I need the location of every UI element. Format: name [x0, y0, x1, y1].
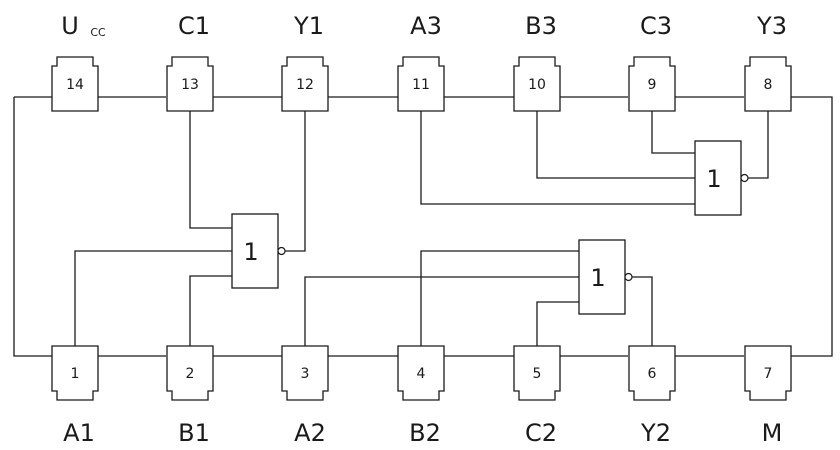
- pin-6-name: Y2: [640, 419, 671, 447]
- pin-11: 11 A3: [397, 12, 445, 112]
- pin-4: 4 B2: [397, 345, 445, 447]
- pin-14-name-subscript: CC: [90, 26, 106, 39]
- pin-11-number: 11: [412, 77, 430, 93]
- pin-1-name: A1: [63, 419, 95, 447]
- gate-1: 1: [231, 213, 286, 289]
- pin-7-number: 7: [764, 366, 773, 382]
- pin-9-number: 9: [648, 77, 657, 93]
- bottom-pins: 1 A1 2 B1 3 A2 4 B2 5 C2 6 Y2: [51, 345, 792, 447]
- pin-5-number: 5: [533, 366, 542, 382]
- pin-2-number: 2: [186, 366, 195, 382]
- gate-1-inverter-bubble: [277, 246, 286, 256]
- wire-b2-to-gate2: [420, 250, 579, 346]
- pin-13: 13 C1: [166, 12, 214, 112]
- pin-1-number: 1: [71, 366, 80, 382]
- pin-9: 9 C3: [628, 12, 676, 112]
- gate-2-label: 1: [590, 264, 605, 292]
- wires: [13, 96, 833, 357]
- pin-8: 8 Y3: [744, 12, 792, 112]
- pin-8-name: Y3: [756, 12, 787, 40]
- pin-5: 5 C2: [513, 345, 561, 447]
- pin-9-name: C3: [640, 12, 672, 40]
- wire-a3-to-gate3: [420, 111, 695, 205]
- gate-3: 1: [694, 140, 749, 216]
- pin-2: 2 B1: [166, 345, 214, 447]
- pin-1: 1 A1: [51, 345, 99, 447]
- pin-6-number: 6: [648, 366, 657, 382]
- pin-7-name: M: [762, 419, 783, 447]
- gate-2: 1: [578, 239, 633, 315]
- wire-a2-to-gate2: [304, 276, 579, 346]
- pin-8-number: 8: [764, 77, 773, 93]
- gate-3-inverter-bubble: [740, 173, 749, 183]
- pin-14-name: U: [61, 12, 79, 40]
- pin-3: 3 A2: [281, 345, 329, 447]
- pin-14: 14 U CC: [51, 12, 106, 112]
- pin-12-number: 12: [296, 77, 314, 93]
- top-pins: 14 U CC 13 C1 12 Y1 11 A3 10 B3 9 C3: [51, 12, 792, 112]
- pin-5-name: C2: [525, 419, 557, 447]
- wire-gate3-to-y3: [748, 111, 769, 179]
- wire-gate1-to-y1: [285, 111, 306, 252]
- pin-11-name: A3: [410, 12, 442, 40]
- wire-c2-to-gate2: [536, 301, 579, 346]
- gate-2-inverter-bubble: [624, 272, 633, 282]
- pin-12: 12 Y1: [281, 12, 329, 112]
- pin-10: 10 B3: [513, 12, 561, 112]
- pin-13-number: 13: [181, 77, 199, 93]
- pin-4-number: 4: [417, 366, 426, 382]
- gate-3-label: 1: [706, 165, 721, 193]
- pin-4-name: B2: [409, 419, 441, 447]
- gate-1-label: 1: [243, 238, 258, 266]
- pin-2-name: B1: [178, 419, 210, 447]
- wire-gate2-to-y2: [632, 276, 653, 346]
- pin-3-number: 3: [301, 366, 310, 382]
- pin-10-number: 10: [528, 77, 546, 93]
- pin-6: 6 Y2: [628, 345, 676, 447]
- pin-10-name: B3: [525, 12, 557, 40]
- pin-3-name: A2: [294, 419, 326, 447]
- wire-b1-to-gate1: [189, 275, 232, 346]
- pin-14-number: 14: [66, 77, 84, 93]
- wire-c1-to-gate1: [189, 111, 232, 229]
- pin-13-name: C1: [178, 12, 210, 40]
- pin-7: 7 M: [744, 345, 792, 447]
- right-rail-wire: [790, 96, 833, 357]
- wire-a1-to-gate1: [74, 250, 232, 346]
- pin-12-name: Y1: [293, 12, 324, 40]
- top-rail-wire: [13, 97, 52, 357]
- wire-b3-to-gate3: [536, 111, 695, 179]
- wire-c3-to-gate3: [651, 111, 695, 154]
